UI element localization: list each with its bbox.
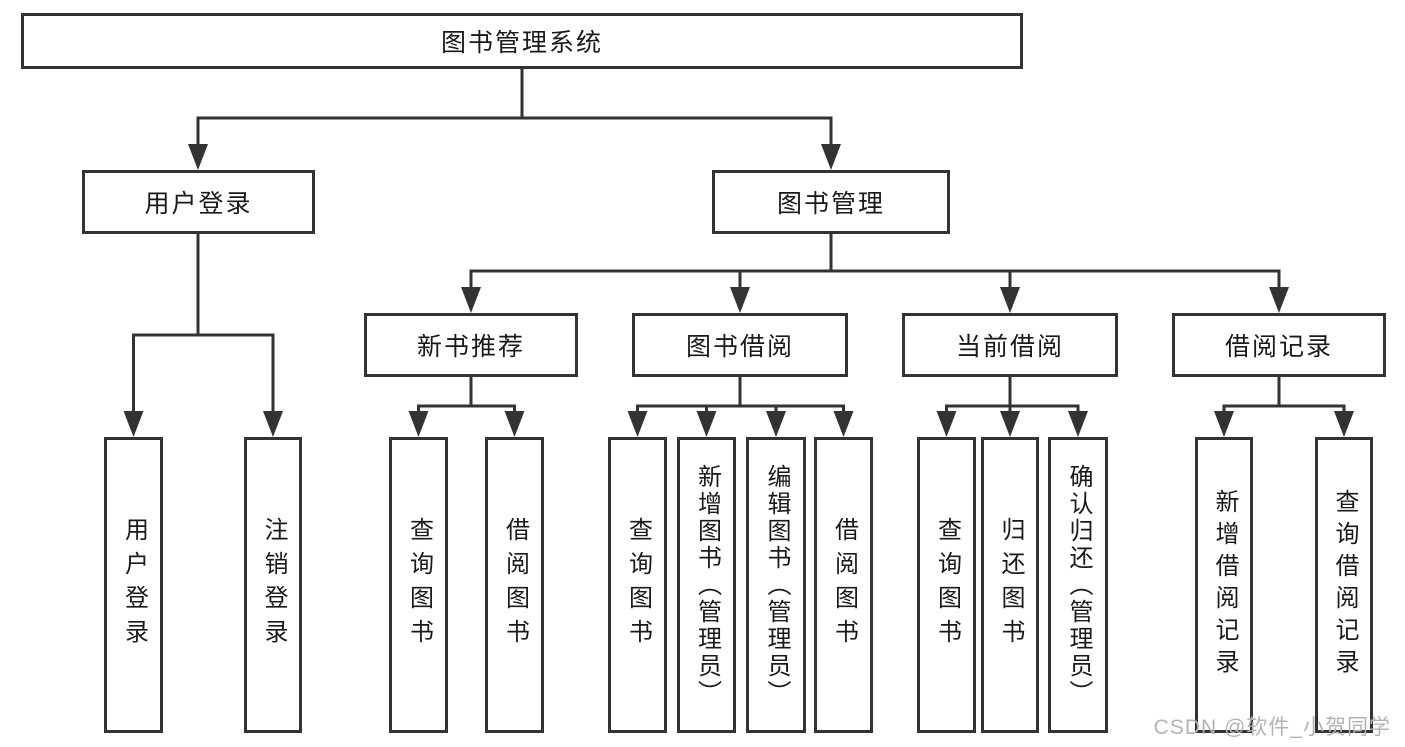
node-root: 图书管理系统 xyxy=(21,13,1023,69)
leaf-logout: 注销登录 xyxy=(244,437,302,733)
leaf-query-books-recommend: 查询图书 xyxy=(389,437,448,733)
leaf-borrow-books-recommend: 借阅图书 xyxy=(485,437,544,733)
leaf-query-books-borrowing: 查询图书 xyxy=(608,437,667,733)
leaf-query-books-current: 查询图书 xyxy=(917,437,976,733)
leaf-return-book: 归还图书 xyxy=(981,437,1039,733)
leaf-query-books-borrowing-label: 查询图书 xyxy=(624,517,652,653)
leaf-return-book-label: 归还图书 xyxy=(997,517,1024,653)
node-book-borrowing: 图书借阅 xyxy=(632,313,848,377)
leaf-edit-book-admin: 编辑图书（管理员） xyxy=(746,437,806,733)
node-current-borrowing: 当前借阅 xyxy=(902,313,1118,377)
leaf-logout-label: 注销登录 xyxy=(260,517,287,653)
leaf-edit-book-admin-label: 编辑图书（管理员） xyxy=(763,463,790,707)
leaf-borrow-books-recommend-label: 借阅图书 xyxy=(501,517,529,653)
leaf-add-borrow-record-label: 新增借阅记录 xyxy=(1211,489,1238,681)
leaf-query-books-recommend-label: 查询图书 xyxy=(405,517,433,653)
leaf-user-login-label: 用户登录 xyxy=(120,517,148,653)
node-new-book-recommend: 新书推荐 xyxy=(364,313,578,377)
node-borrowing-records: 借阅记录 xyxy=(1172,313,1386,377)
leaf-borrow-books-label: 借阅图书 xyxy=(830,517,858,653)
leaf-query-books-current-label: 查询图书 xyxy=(933,517,961,653)
node-book-management: 图书管理 xyxy=(712,170,950,234)
leaf-add-book-admin: 新增图书（管理员） xyxy=(677,437,736,733)
leaf-confirm-return-admin-label: 确认归还（管理员） xyxy=(1065,463,1092,707)
leaf-borrow-books: 借阅图书 xyxy=(814,437,873,733)
node-user-login: 用户登录 xyxy=(82,170,315,234)
leaf-add-borrow-record: 新增借阅记录 xyxy=(1195,437,1253,733)
leaf-confirm-return-admin: 确认归还（管理员） xyxy=(1048,437,1108,733)
csdn-watermark: CSDN @软件_小贺同学 xyxy=(1153,716,1391,739)
leaf-query-borrow-record-label: 查询借阅记录 xyxy=(1331,489,1358,681)
leaf-add-book-admin-label: 新增图书（管理员） xyxy=(693,463,721,707)
leaf-user-login: 用户登录 xyxy=(104,437,163,733)
leaf-query-borrow-record: 查询借阅记录 xyxy=(1315,437,1373,733)
